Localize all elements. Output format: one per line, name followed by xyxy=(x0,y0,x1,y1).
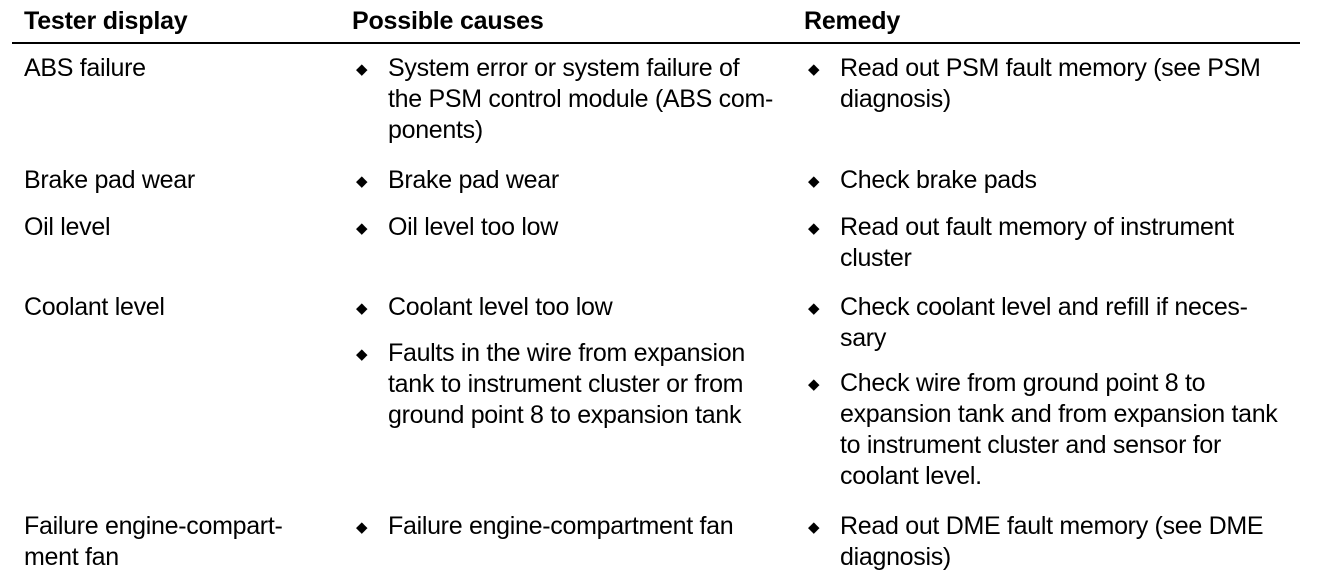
remedy-line: diagnosis) xyxy=(840,85,951,113)
remedy-line: expansion tank and from expansion tank xyxy=(840,400,1278,428)
remedy-line: diagnosis) xyxy=(840,543,951,571)
remedy-line: Read out DME fault memory (see DME xyxy=(840,512,1264,540)
bullet-icon: ◆ xyxy=(356,220,368,237)
remedy-line: cluster xyxy=(840,244,912,272)
remedy-line: Check coolant level and refill if neces- xyxy=(840,293,1248,321)
cause-line: tank to instrument cluster or from xyxy=(388,370,744,398)
header-tester-display: Tester display xyxy=(24,7,188,35)
remedy-line: Check wire from ground point 8 to xyxy=(840,369,1206,397)
cause-line: Oil level too low xyxy=(388,213,558,241)
bullet-icon: ◆ xyxy=(808,376,820,393)
display-engine-fan-failure: ment fan xyxy=(24,543,119,571)
bullet-icon: ◆ xyxy=(356,346,368,363)
remedy-line: Read out fault memory of instrument xyxy=(840,213,1234,241)
remedy-line: Read out PSM fault memory (see PSM xyxy=(840,54,1261,82)
cause-line: Failure engine-compartment fan xyxy=(388,512,734,540)
bullet-icon: ◆ xyxy=(808,300,820,317)
display-engine-fan-failure: Failure engine-compart- xyxy=(24,512,283,540)
display-brake-pad-wear: Brake pad wear xyxy=(24,166,195,194)
remedy-line: coolant level. xyxy=(840,462,982,490)
bullet-icon: ◆ xyxy=(356,519,368,536)
remedy-line: sary xyxy=(840,324,887,352)
bullet-icon: ◆ xyxy=(808,61,820,78)
cause-line: ponents) xyxy=(388,116,483,144)
cause-line: Brake pad wear xyxy=(388,166,559,194)
remedy-line: Check brake pads xyxy=(840,166,1037,194)
display-coolant-level: Coolant level xyxy=(24,293,165,321)
header-divider xyxy=(12,42,1300,44)
bullet-icon: ◆ xyxy=(356,300,368,317)
bullet-icon: ◆ xyxy=(356,173,368,190)
cause-line: Coolant level too low xyxy=(388,293,613,321)
header-possible-causes: Possible causes xyxy=(352,7,544,35)
bullet-icon: ◆ xyxy=(808,173,820,190)
cause-line: ground point 8 to expansion tank xyxy=(388,401,742,429)
cause-line: the PSM control module (ABS com- xyxy=(388,85,773,113)
header-remedy: Remedy xyxy=(804,7,901,35)
bullet-icon: ◆ xyxy=(808,220,820,237)
cause-line: Faults in the wire from expansion xyxy=(388,339,745,367)
cause-line: System error or system failure of xyxy=(388,54,740,82)
bullet-icon: ◆ xyxy=(808,519,820,536)
display-abs-failure: ABS failure xyxy=(24,54,146,82)
remedy-line: to instrument cluster and sensor for xyxy=(840,431,1222,459)
display-oil-level: Oil level xyxy=(24,213,111,241)
bullet-icon: ◆ xyxy=(356,61,368,78)
